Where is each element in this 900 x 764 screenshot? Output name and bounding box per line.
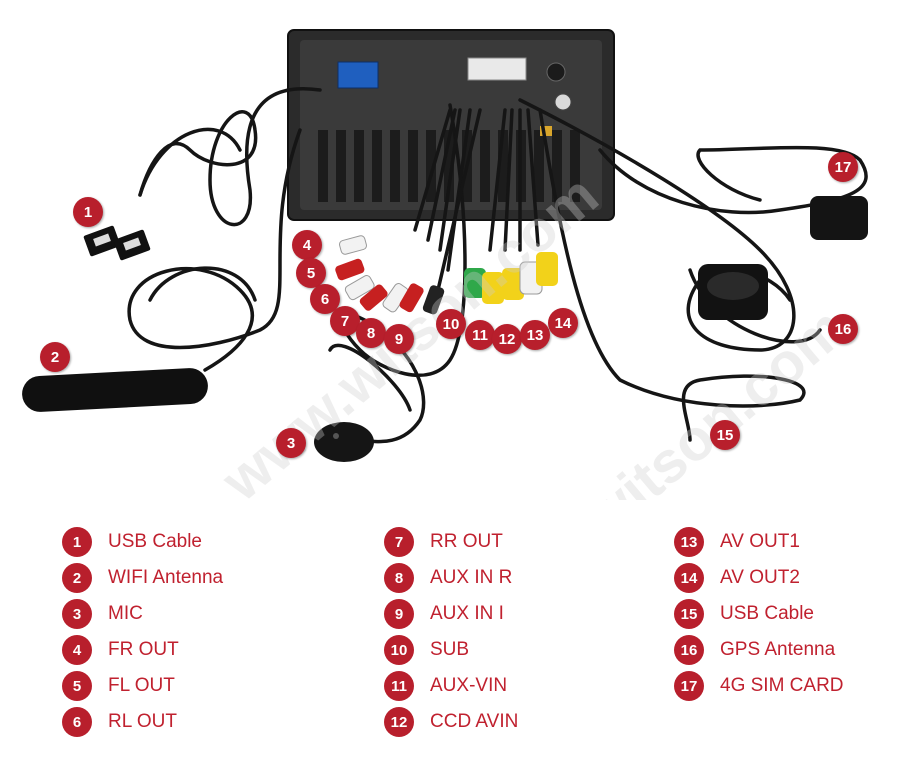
callout-15: 15: [710, 420, 740, 450]
callout-4: 4: [292, 230, 322, 260]
usb-plug-pair: [83, 225, 151, 261]
callout-9: 9: [384, 324, 414, 354]
callout-5: 5: [296, 258, 326, 288]
legend-label: MIC: [108, 603, 143, 624]
legend: 1 USB Cable 2 WIFI Antenna 3 MIC 4 FR OU…: [0, 520, 900, 750]
legend-number: 2: [62, 563, 92, 593]
legend-item: 1 USB Cable: [62, 527, 202, 557]
legend-number: 7: [384, 527, 414, 557]
legend-label: 4G SIM CARD: [720, 675, 844, 696]
callout-3: 3: [276, 428, 306, 458]
legend-item: 7 RR OUT: [384, 527, 503, 557]
legend-item: 5 FL OUT: [62, 671, 175, 701]
legend-label: RL OUT: [108, 711, 177, 732]
cable-bundle: [127, 87, 868, 444]
legend-item: 11 AUX-VIN: [384, 671, 507, 701]
legend-label: RR OUT: [430, 531, 503, 552]
watermark-lower: www.witson.com: [457, 295, 858, 500]
legend-item: 9 AUX IN I: [384, 599, 504, 629]
legend-label: AV OUT1: [720, 531, 800, 552]
legend-number: 4: [62, 635, 92, 665]
legend-number: 13: [674, 527, 704, 557]
legend-number: 6: [62, 707, 92, 737]
legend-number: 17: [674, 671, 704, 701]
legend-label: AV OUT2: [720, 567, 800, 588]
legend-item: 8 AUX IN R: [384, 563, 512, 593]
legend-number: 9: [384, 599, 414, 629]
callout-8: 8: [356, 318, 386, 348]
callout-10: 10: [436, 309, 466, 339]
callout-1: 1: [73, 197, 103, 227]
legend-number: 15: [674, 599, 704, 629]
legend-label: WIFI Antenna: [108, 567, 224, 588]
sim-module: [810, 196, 868, 240]
legend-label: SUB: [430, 639, 470, 660]
legend-item: 3 MIC: [62, 599, 143, 629]
callout-12: 12: [492, 324, 522, 354]
legend-label: FR OUT: [108, 639, 179, 660]
wifi-antenna: [22, 368, 208, 412]
legend-label: AUX IN R: [430, 567, 513, 588]
legend-number: 5: [62, 671, 92, 701]
legend-item: 16 GPS Antenna: [674, 635, 835, 665]
legend-item: 4 FR OUT: [62, 635, 179, 665]
legend-number: 12: [384, 707, 414, 737]
legend-item: 14 AV OUT2: [674, 563, 800, 593]
legend-item: 10 SUB: [384, 635, 469, 665]
legend-number: 8: [384, 563, 414, 593]
legend-number: 14: [674, 563, 704, 593]
callout-7: 7: [330, 306, 360, 336]
legend-number: 3: [62, 599, 92, 629]
callout-17: 17: [828, 152, 858, 182]
legend-label: CCD AVIN: [430, 711, 519, 732]
product-photo: www.witson.com www.witson.com: [22, 29, 868, 500]
legend-label: AUX IN I: [430, 603, 504, 624]
legend-item: 12 CCD AVIN: [384, 707, 518, 737]
callout-13: 13: [520, 320, 550, 350]
legend-number: 16: [674, 635, 704, 665]
legend-label: AUX-VIN: [430, 675, 508, 696]
callout-11: 11: [465, 320, 495, 350]
callout-2: 2: [40, 342, 70, 372]
legend-label: GPS Antenna: [720, 639, 836, 660]
legend-number: 10: [384, 635, 414, 665]
legend-item: 2 WIFI Antenna: [62, 563, 223, 593]
rca-connectors: [335, 235, 558, 315]
legend-label: USB Cable: [108, 531, 202, 552]
legend-item: 6 RL OUT: [62, 707, 177, 737]
legend-item: 15 USB Cable: [674, 599, 814, 629]
legend-label: USB Cable: [720, 603, 814, 624]
legend-item: 13 AV OUT1: [674, 527, 800, 557]
mic: [314, 422, 374, 462]
callout-14: 14: [548, 308, 578, 338]
legend-label: FL OUT: [108, 675, 175, 696]
legend-number: 1: [62, 527, 92, 557]
callout-16: 16: [828, 314, 858, 344]
legend-item: 17 4G SIM CARD: [674, 671, 844, 701]
gps-antenna: [698, 264, 768, 320]
legend-number: 11: [384, 671, 414, 701]
